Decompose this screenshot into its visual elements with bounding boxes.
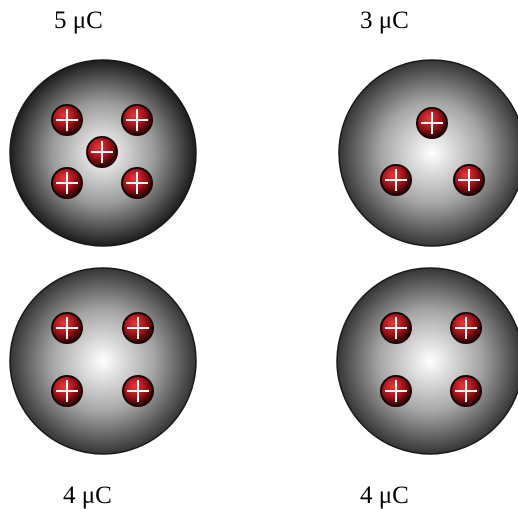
positive-charge-icon [121,167,153,199]
charge-label-bottom-left: 4 μC [63,482,112,509]
positive-charge-icon [450,312,482,344]
charge-label-bottom-right: 4 μC [360,482,409,509]
sphere-body [336,267,518,455]
positive-charge-icon [380,375,412,407]
sphere-bottom-left [9,267,197,455]
sphere-body [338,59,518,247]
positive-charge-icon [121,104,153,136]
positive-charge-icon [416,107,448,139]
positive-charge-icon [122,375,154,407]
positive-charge-icon [51,104,83,136]
positive-charge-icon [51,312,83,344]
positive-charge-icon [450,375,482,407]
sphere-body [9,267,197,455]
positive-charge-icon [51,375,83,407]
positive-charge-icon [122,312,154,344]
sphere-top-right [338,59,518,247]
positive-charge-icon [86,136,118,168]
sphere-bottom-right [336,267,518,455]
positive-charge-icon [51,167,83,199]
positive-charge-icon [380,312,412,344]
positive-charge-icon [453,164,485,196]
charge-label-top-left: 5 μC [54,7,103,34]
positive-charge-icon [380,164,412,196]
charge-label-top-right: 3 μC [360,7,409,34]
sphere-top-left [9,59,197,247]
